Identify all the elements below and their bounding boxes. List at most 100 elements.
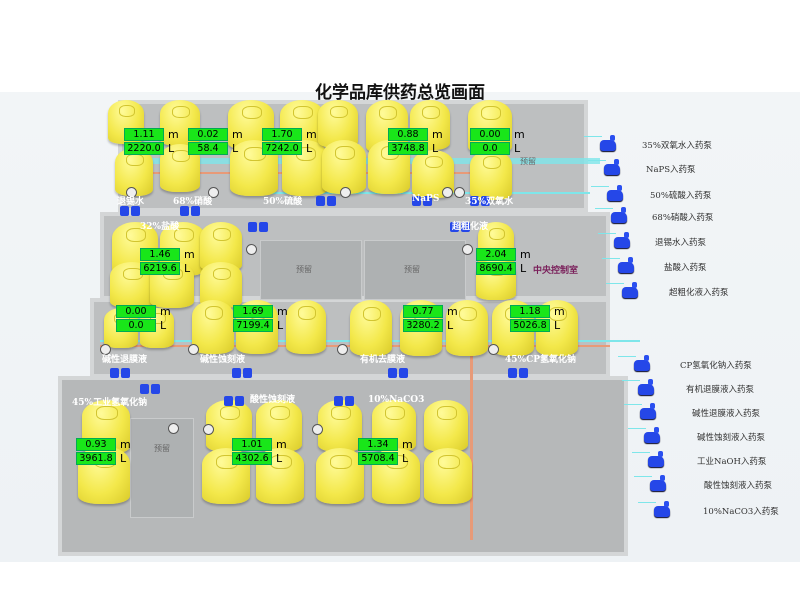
pipe: [632, 452, 650, 453]
transfer-pump-icon[interactable]: [120, 206, 129, 216]
transfer-pump-icon[interactable]: [388, 368, 397, 378]
transfer-pump-icon[interactable]: [224, 396, 233, 406]
area-label: 68%硝酸: [173, 197, 213, 207]
level-value: 0.02: [188, 128, 228, 141]
pipe: [598, 233, 616, 234]
transfer-pump-icon[interactable]: [191, 206, 200, 216]
storage-tank[interactable]: [424, 400, 468, 452]
level-unit: m: [120, 438, 131, 451]
storage-tank[interactable]: [410, 100, 450, 150]
valve-icon[interactable]: [203, 424, 214, 435]
transfer-pump-icon[interactable]: [327, 196, 336, 206]
dosing-pump-icon[interactable]: [654, 501, 670, 517]
valve-icon[interactable]: [462, 244, 473, 255]
dosing-pump-icon[interactable]: [607, 185, 623, 201]
dosing-pump-icon[interactable]: [648, 451, 664, 467]
area-label: 45%CP氢氧化钠: [505, 355, 577, 365]
valve-icon[interactable]: [188, 344, 199, 355]
volume-value: 3748.8: [388, 142, 428, 155]
transfer-pump-icon[interactable]: [423, 196, 432, 206]
dosing-pump-icon[interactable]: [638, 379, 654, 395]
transfer-pump-icon[interactable]: [316, 196, 325, 206]
dosing-pump-icon[interactable]: [604, 159, 620, 175]
transfer-pump-icon[interactable]: [470, 196, 479, 206]
transfer-pump-icon[interactable]: [243, 368, 252, 378]
area-label: 50%硫酸: [263, 197, 303, 207]
transfer-pump-icon[interactable]: [461, 222, 470, 232]
transfer-pump-icon[interactable]: [334, 396, 343, 406]
valve-icon[interactable]: [126, 187, 137, 198]
pump-label: 50%硫酸入药泵: [650, 191, 712, 201]
transfer-pump-icon[interactable]: [519, 368, 528, 378]
transfer-pump-icon[interactable]: [140, 384, 149, 394]
transfer-pump-icon[interactable]: [131, 206, 140, 216]
pipe: [595, 208, 613, 209]
storage-tank[interactable]: [318, 400, 362, 452]
transfer-pump-icon[interactable]: [151, 384, 160, 394]
storage-tank[interactable]: [286, 300, 326, 354]
dosing-pump-icon[interactable]: [600, 135, 616, 151]
dosing-pump-icon[interactable]: [634, 355, 650, 371]
storage-tank[interactable]: [282, 140, 328, 196]
volume-value: 0.0: [116, 319, 156, 332]
transfer-pump-icon[interactable]: [345, 396, 354, 406]
valve-icon[interactable]: [340, 187, 351, 198]
storage-tank[interactable]: [350, 300, 392, 356]
transfer-pump-icon[interactable]: [180, 206, 189, 216]
pipe: [634, 476, 652, 477]
valve-icon[interactable]: [100, 344, 111, 355]
dosing-pump-icon[interactable]: [611, 207, 627, 223]
valve-icon[interactable]: [208, 187, 219, 198]
reserved-label: 预留: [520, 157, 536, 166]
storage-tank[interactable]: [316, 448, 364, 504]
transfer-pump-icon[interactable]: [232, 368, 241, 378]
level-value: 1.46: [140, 248, 180, 261]
dosing-pump-icon[interactable]: [644, 427, 660, 443]
transfer-pump-icon[interactable]: [508, 368, 517, 378]
pipe: [628, 428, 646, 429]
volume-value: 7199.4: [233, 319, 273, 332]
level-unit: m: [432, 128, 443, 141]
volume-value: 6219.6: [140, 262, 180, 275]
transfer-pump-icon[interactable]: [235, 396, 244, 406]
dosing-pump-icon[interactable]: [618, 257, 634, 273]
transfer-pump-icon[interactable]: [399, 368, 408, 378]
transfer-pump-icon[interactable]: [481, 196, 490, 206]
level-unit: m: [447, 305, 458, 318]
transfer-pump-icon[interactable]: [259, 222, 268, 232]
storage-tank[interactable]: [424, 448, 472, 504]
dosing-pump-icon[interactable]: [622, 282, 638, 298]
dosing-pump-icon[interactable]: [614, 232, 630, 248]
valve-icon[interactable]: [312, 424, 323, 435]
level-value: 1.70: [262, 128, 302, 141]
storage-tank[interactable]: [192, 300, 234, 354]
valve-icon[interactable]: [454, 187, 465, 198]
volume-unit: L: [168, 142, 175, 155]
valve-icon[interactable]: [488, 344, 499, 355]
transfer-pump-icon[interactable]: [450, 222, 459, 232]
valve-icon[interactable]: [442, 187, 453, 198]
transfer-pump-icon[interactable]: [248, 222, 257, 232]
valve-icon[interactable]: [246, 244, 257, 255]
volume-unit: L: [432, 142, 439, 155]
valve-icon[interactable]: [337, 344, 348, 355]
level-value: 0.00: [116, 305, 156, 318]
transfer-pump-icon[interactable]: [110, 368, 119, 378]
storage-tank[interactable]: [446, 300, 488, 356]
volume-unit: L: [402, 452, 409, 465]
storage-tank[interactable]: [470, 150, 512, 200]
valve-icon[interactable]: [168, 423, 179, 434]
dosing-pump-icon[interactable]: [640, 403, 656, 419]
storage-tank[interactable]: [322, 140, 366, 194]
transfer-pump-icon[interactable]: [121, 368, 130, 378]
pump-label: 10%NaCO3入药泵: [703, 507, 779, 517]
dosing-pump-icon[interactable]: [650, 475, 666, 491]
transfer-pump-icon[interactable]: [412, 196, 421, 206]
level-value: 1.69: [233, 305, 273, 318]
